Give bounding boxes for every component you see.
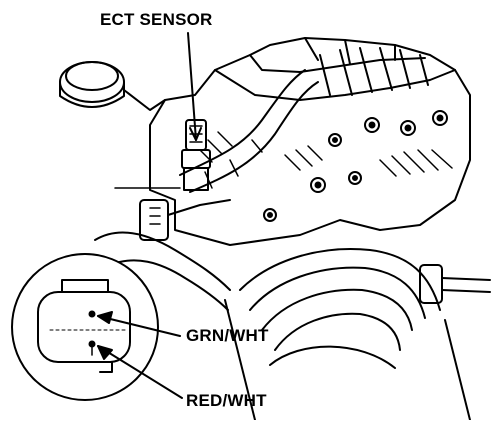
connector-left <box>139 199 231 241</box>
leader-red-wht <box>97 345 183 399</box>
leader-ect <box>187 32 202 141</box>
red-wht-label: RED/WHT <box>186 391 267 410</box>
leader-grn-wht <box>97 311 181 337</box>
grn-wht-label: GRN/WHT <box>186 326 269 345</box>
connector-face-inset <box>11 253 159 401</box>
intake-duct <box>224 248 491 421</box>
reservoir-cap <box>59 61 166 111</box>
lower-hose <box>94 231 231 311</box>
coolant-hose <box>114 69 319 193</box>
ect-sensor-label: ECT SENSOR <box>100 10 213 29</box>
engine-block <box>149 37 471 246</box>
